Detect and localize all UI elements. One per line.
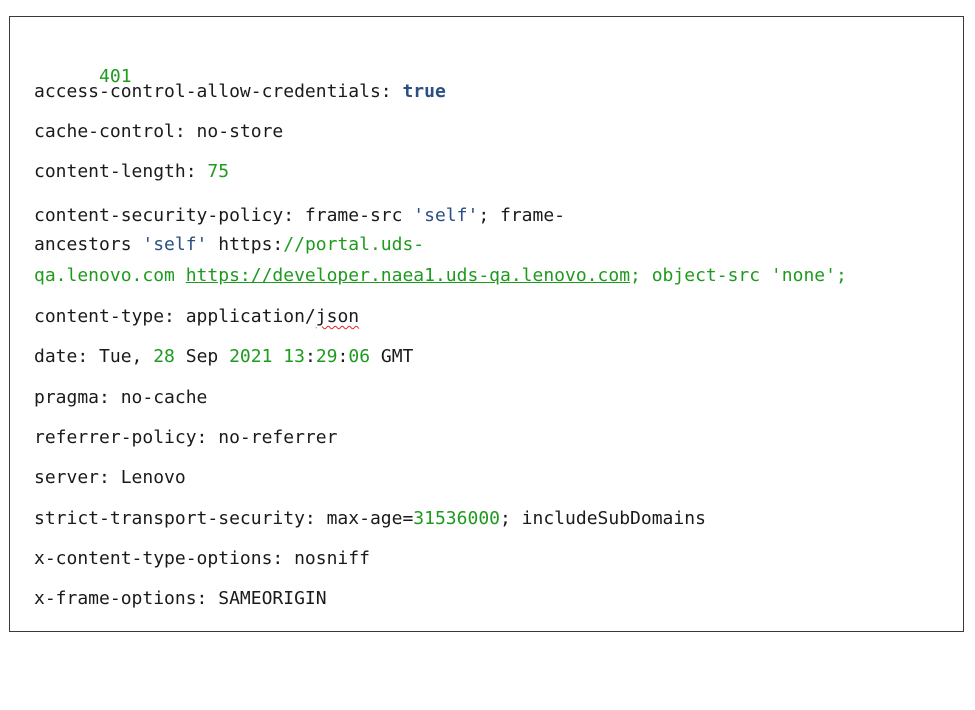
header-csp-line-3: qa.lenovo.com https://developer.naea1.ud… (34, 265, 847, 286)
header-server: server: Lenovo (34, 467, 186, 488)
header-x-content-type-options: x-content-type-options: nosniff (34, 548, 370, 569)
header-csp-line-2: ancestors 'self' https://portal.uds- (34, 234, 425, 255)
header-content-type: content-type: application/json (34, 306, 360, 327)
header-x-frame-options: x-frame-options: SAMEORIGIN (34, 588, 327, 609)
header-strict-transport-security: strict-transport-security: max-age=31536… (34, 508, 706, 529)
header-cache-control: cache-control: no-store (34, 121, 284, 142)
header-referrer-policy: referrer-policy: no-referrer (34, 427, 338, 448)
header-pragma: pragma: no-cache (34, 387, 208, 408)
status-code: 401 (99, 66, 132, 87)
status-code-line: 401 (34, 38, 132, 87)
response-headers-panel: 401 access-control-allow-credentials: tr… (9, 16, 964, 632)
header-csp-line-1: content-security-policy: frame-src 'self… (34, 205, 566, 226)
header-content-length: content-length: 75 (34, 161, 230, 182)
content-length-value: 75 (207, 161, 230, 182)
developer-portal-link[interactable]: https://developer.naea1.uds-qa.lenovo.co… (185, 265, 631, 286)
header-access-control-allow-credentials: access-control-allow-credentials: true (34, 81, 446, 102)
spellcheck-underlined-word: json (315, 306, 360, 327)
header-date: date: Tue, 28 Sep 2021 13:29:06 GMT (34, 346, 414, 367)
response-headers-text: 401 access-control-allow-credentials: tr… (34, 17, 963, 710)
boolean-value: true (402, 81, 446, 102)
